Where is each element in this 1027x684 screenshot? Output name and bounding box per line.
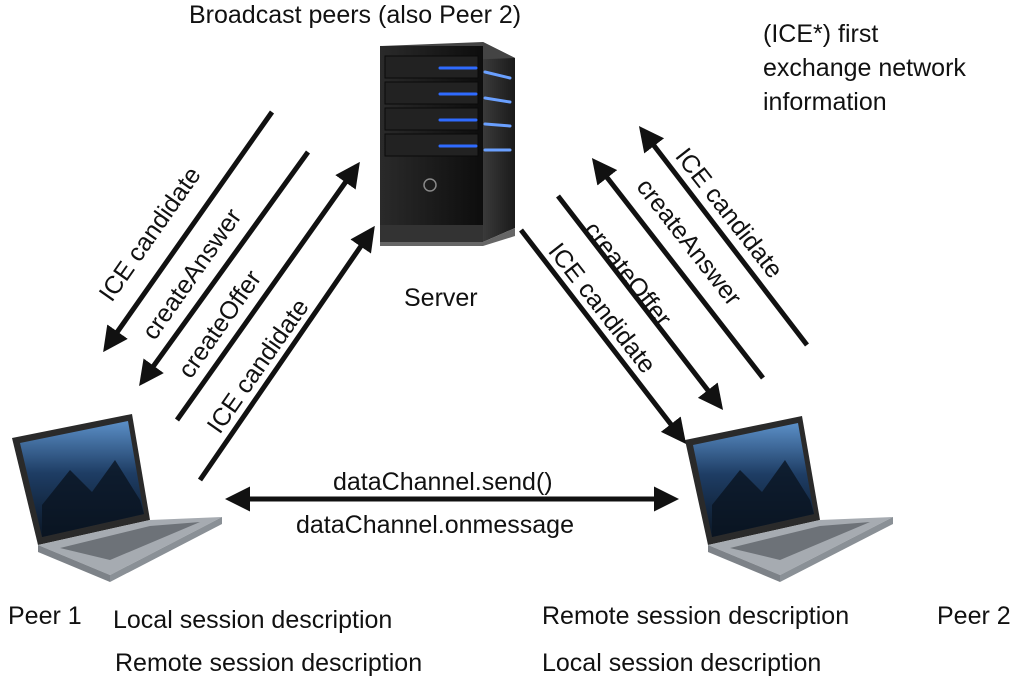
data-channel-send-label: dataChannel.send() <box>333 468 553 496</box>
left-arrow-create-offer <box>174 161 360 422</box>
peer1-local-description: Local session description <box>113 606 393 634</box>
left-arrow-ice-candidate-2 <box>197 225 375 482</box>
ice-note: (ICE*) first exchange network informatio… <box>763 20 966 116</box>
peer2-name: Peer 2 <box>937 602 1011 630</box>
left-arrow-ice-candidate-1 <box>103 110 275 353</box>
server-label: Server <box>404 284 478 312</box>
peer1-name: Peer 1 <box>8 602 82 630</box>
data-channel-onmessage-label: dataChannel.onmessage <box>296 511 574 539</box>
peer2-remote-description: Remote session description <box>542 602 850 630</box>
peer1-remote-description: Remote session description <box>115 649 423 677</box>
peer2-local-description: Local session description <box>542 649 822 677</box>
server-title: Broadcast peers (also Peer 2) <box>189 1 522 29</box>
